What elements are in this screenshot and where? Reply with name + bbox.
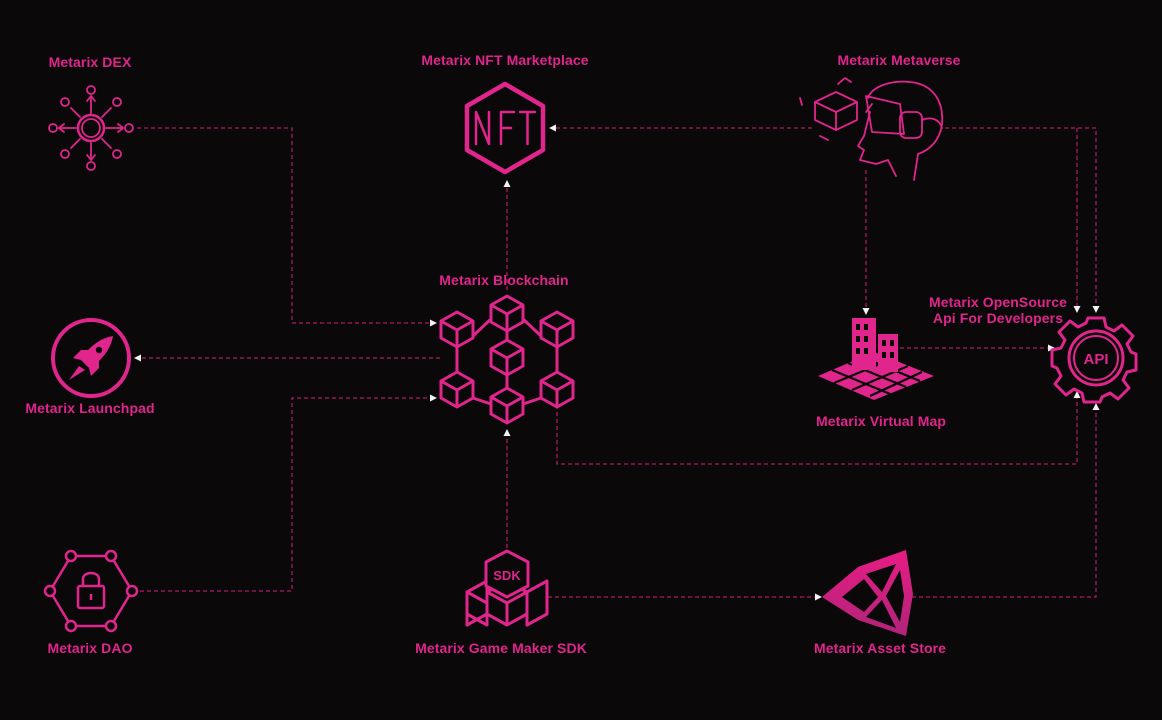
connector-asset-store-api (912, 410, 1097, 598)
arrowhead (549, 124, 556, 132)
connector-metaverse-api (945, 127, 1097, 306)
sdk-cubes-icon: SDK (465, 549, 549, 627)
arrowhead (815, 593, 822, 601)
connectors (134, 124, 1100, 601)
blockchain-cubes-icon (439, 294, 575, 425)
api-label: Metarix OpenSource Api For Developers (929, 294, 1067, 326)
nft-marketplace-label: Metarix NFT Marketplace (421, 52, 589, 68)
dao-label: Metarix DAO (47, 640, 133, 656)
arrowhead (503, 180, 511, 187)
vr-headset-icon (799, 77, 944, 181)
arrowhead (430, 394, 437, 402)
metaverse-label: Metarix Metaverse (837, 52, 961, 68)
nft-hexagon-icon (464, 81, 546, 175)
network-hub-icon (48, 85, 134, 171)
asset-store-label: Metarix Asset Store (813, 640, 947, 656)
blockchain-label: Metarix Blockchain (439, 272, 569, 288)
arrowhead (862, 308, 870, 315)
api-label-line1: Metarix OpenSource (929, 294, 1067, 310)
arrowhead (134, 354, 141, 362)
dex-label: Metarix DEX (48, 54, 132, 70)
arrowhead (1048, 344, 1055, 352)
arrowhead (1073, 391, 1081, 398)
virtual-map-label: Metarix Virtual Map (815, 413, 947, 429)
launchpad-label: Metarix Launchpad (25, 400, 155, 416)
arrowhead (503, 429, 511, 436)
arrowhead (1092, 306, 1100, 313)
arrowhead (430, 319, 437, 327)
arrowhead (1073, 306, 1081, 313)
rocket-icon (51, 318, 131, 398)
lock-network-icon (43, 549, 139, 633)
sdk-icon-text: SDK (493, 568, 521, 583)
connector-dao-blockchain (140, 397, 430, 592)
api-icon-text: API (1083, 351, 1108, 368)
connector-dex-blockchain (137, 127, 430, 324)
connector-blockchain-api (556, 398, 1078, 465)
arrowhead (1092, 403, 1100, 410)
game-maker-sdk-label: Metarix Game Maker SDK (415, 640, 587, 656)
api-label-line2: Api For Developers (932, 310, 1064, 326)
city-map-icon (818, 318, 934, 400)
unity-logo-icon (822, 550, 913, 636)
api-gear-icon: API (1050, 316, 1138, 404)
